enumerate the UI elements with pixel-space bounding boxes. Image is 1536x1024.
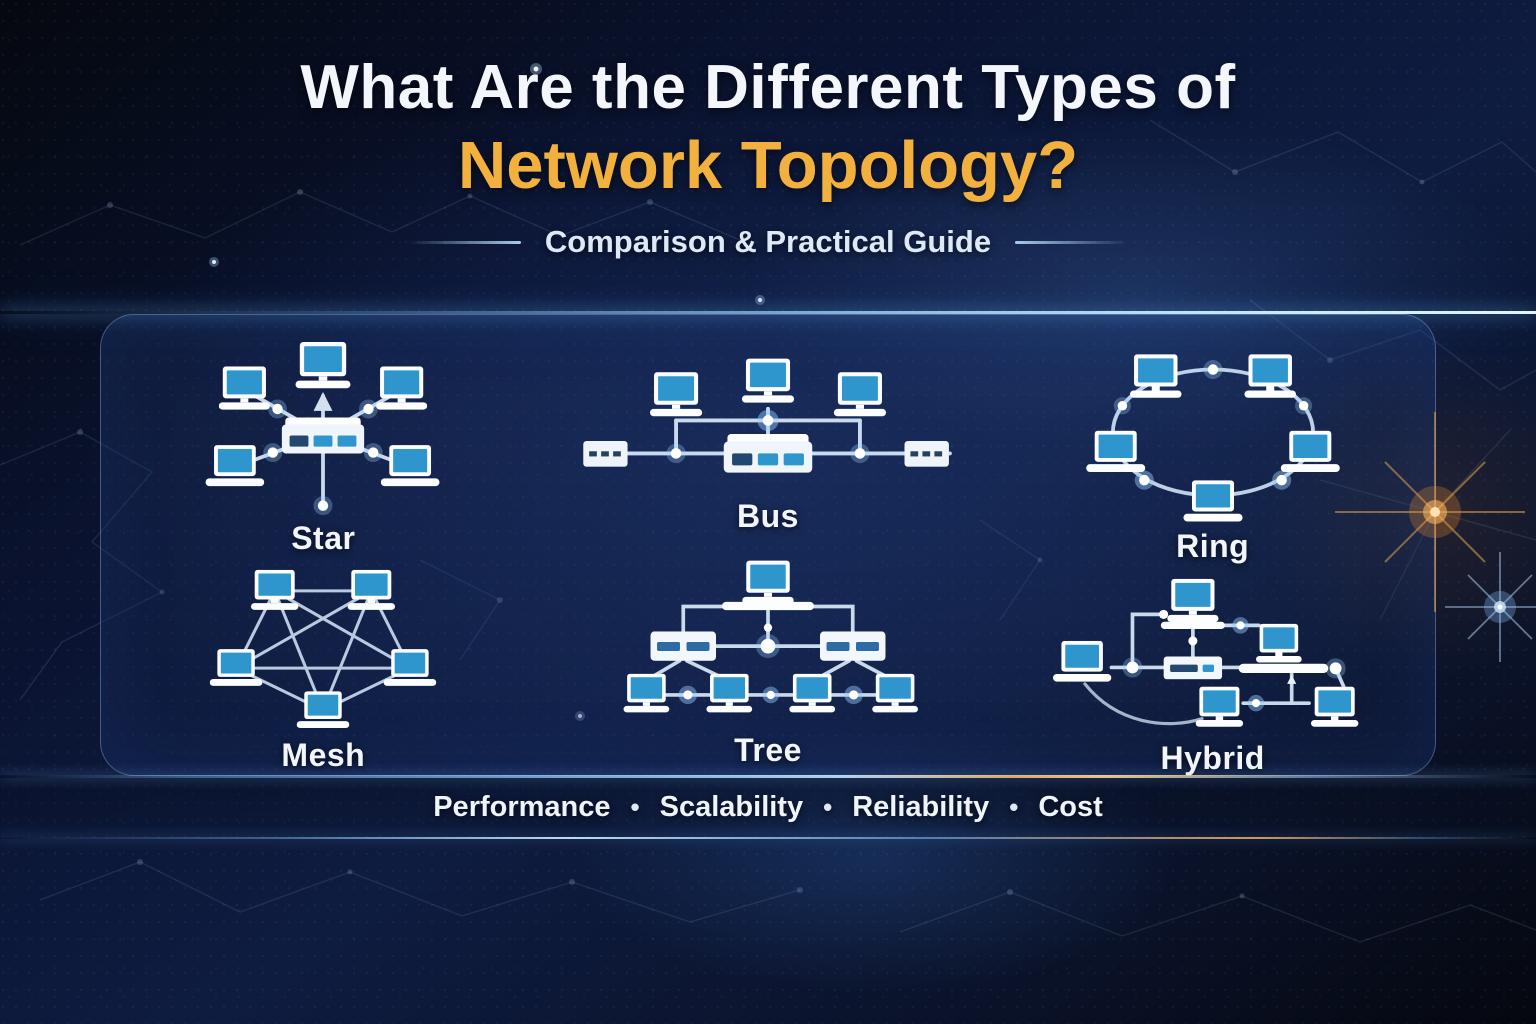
subtitle-row: Comparison & Practical Guide (0, 224, 1536, 260)
footer-item-scalability: Scalability (659, 790, 804, 823)
laptop-icon (1280, 430, 1340, 472)
hub-icon (282, 417, 365, 454)
computer-icon (251, 569, 299, 610)
footer-item-cost: Cost (1038, 790, 1103, 823)
computer-icon (872, 673, 918, 713)
footer-item-reliability: Reliability (852, 790, 990, 823)
topology-label-ring: Ring (1176, 528, 1250, 564)
junction-dots (263, 399, 384, 516)
topology-card-mesh: Mesh (101, 546, 546, 777)
blue-flare (1445, 552, 1536, 662)
subtitle-divider-left (408, 240, 521, 244)
computer-icon (1195, 686, 1243, 727)
laptop-icon (1052, 640, 1111, 682)
laptop-icon (205, 445, 265, 487)
junction-dots (1113, 359, 1312, 490)
glow-line-footer-bottom (0, 836, 1536, 839)
laptop-icon (1183, 480, 1243, 522)
laptop-icon (296, 691, 350, 729)
topology-panel: Star (100, 314, 1436, 776)
switch-icon (650, 631, 716, 661)
switch-icon (723, 434, 813, 473)
topology-label-mesh: Mesh (281, 737, 366, 773)
header: What Are the Different Types of Network … (0, 52, 1536, 260)
computer-icon (295, 341, 351, 389)
topology-label-hybrid: Hybrid (1160, 740, 1265, 776)
computer-icon (706, 673, 753, 713)
computer-icon (376, 366, 428, 410)
glow-line-panel-top (0, 311, 1536, 314)
junction-dots (1122, 609, 1346, 712)
terminator-icon (904, 441, 949, 467)
laptop-icon (383, 649, 437, 686)
ring-topology-diagram (1085, 354, 1340, 522)
subtitle-text: Comparison & Practical Guide (544, 224, 992, 259)
bullet-separator: • (1009, 791, 1019, 822)
computer-icon (1255, 623, 1302, 663)
mesh-topology-diagram (210, 569, 437, 729)
junction-dots (666, 409, 870, 464)
topology-label-bus: Bus (737, 498, 799, 534)
computer-icon (649, 372, 703, 417)
computer-icon (1244, 354, 1296, 398)
switch-icon (1163, 656, 1222, 680)
topology-card-tree: Tree (546, 546, 991, 777)
footer-item-performance: Performance (433, 790, 611, 823)
page-title-line2: Network Topology? (457, 128, 1079, 203)
footer-bar: Performance • Scalability • Reliability … (0, 775, 1536, 839)
computer-icon (219, 366, 271, 410)
topology-label-star: Star (291, 520, 356, 556)
computer-icon (833, 372, 887, 417)
bus-topology-diagram (583, 358, 952, 473)
up-arrowhead (1286, 674, 1296, 684)
computer-icon (623, 673, 670, 713)
bullet-separator: • (823, 791, 833, 822)
star-topology-diagram (205, 341, 440, 516)
computer-icon (1166, 578, 1219, 623)
bus-bar (1238, 663, 1328, 673)
topology-card-bus: Bus (546, 315, 991, 546)
bullet-separator: • (630, 791, 640, 822)
footer-text: Performance • Scalability • Reliability … (433, 791, 1103, 824)
computer-icon (1310, 686, 1359, 727)
tree-topology-diagram (623, 560, 918, 713)
topology-label-tree: Tree (734, 732, 802, 768)
page-title-line1: What Are the Different Types of (300, 53, 1236, 122)
hybrid-topology-diagram (1052, 578, 1359, 727)
laptop-icon (1085, 430, 1145, 472)
glow-line-footer-top (0, 775, 1536, 778)
computer-icon (347, 569, 396, 610)
laptop-icon (381, 445, 440, 487)
topology-card-ring: Ring (990, 315, 1435, 564)
topology-card-star: Star (101, 315, 546, 556)
laptop-icon (210, 649, 263, 686)
junction-dots (678, 623, 863, 705)
subtitle-divider-right (1015, 240, 1128, 244)
computer-icon (1129, 354, 1182, 398)
computer-icon (789, 673, 836, 713)
switch-icon (819, 631, 886, 661)
base-bar (1160, 621, 1225, 630)
topology-card-hybrid: Hybrid (990, 546, 1435, 777)
computer-icon (741, 358, 795, 403)
terminator-icon (583, 441, 628, 467)
computer-icon (742, 560, 794, 605)
